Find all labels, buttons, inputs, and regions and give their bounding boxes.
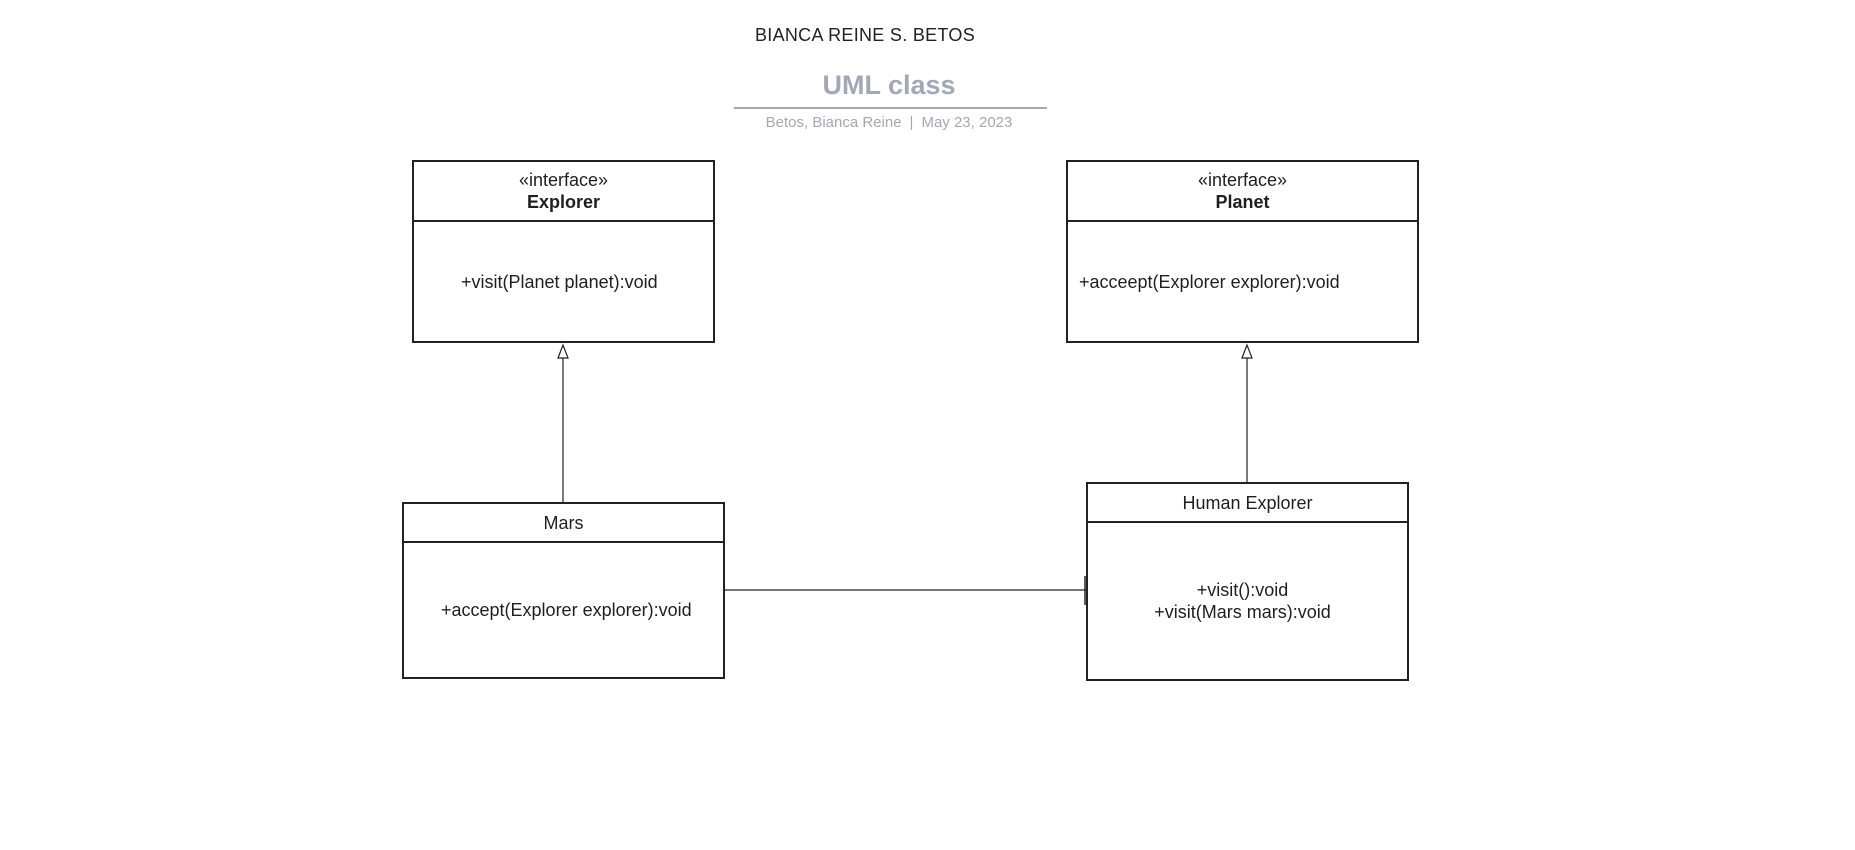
meta-author: Betos, Bianca Reine <box>765 114 902 131</box>
planet-realization-arrowhead <box>1241 343 1253 359</box>
mars-header: Mars <box>404 504 723 543</box>
mars-class-box[interactable]: Mars +accept(Explorer explorer):void <box>402 502 725 679</box>
title-divider <box>734 107 1047 109</box>
author-name: BIANCA REINE S. BETOS <box>754 25 976 45</box>
human-explorer-operation-2: +visit(Mars mars):void <box>1154 602 1331 622</box>
meta-separator: | <box>909 114 914 131</box>
human-explorer-operations: +visit():void +visit(Mars mars):void <box>1088 523 1407 679</box>
planet-operation: +acceept(Explorer explorer):void <box>1079 271 1340 292</box>
human-explorer-class-box[interactable]: Human Explorer +visit():void +visit(Mars… <box>1086 482 1409 681</box>
diagram-meta: Betos, Bianca Reine | May 23, 2023 <box>734 114 1044 131</box>
planet-stereotype: «interface» <box>1197 170 1288 190</box>
mars-name: Mars <box>543 512 584 533</box>
explorer-stereotype: «interface» <box>518 170 609 190</box>
explorer-realization-arrowhead <box>557 343 569 359</box>
meta-date: May 23, 2023 <box>921 114 1013 131</box>
human-explorer-header: Human Explorer <box>1088 484 1407 523</box>
explorer-operation: +visit(Planet planet):void <box>461 271 658 292</box>
diagram-title: UML class <box>822 70 956 100</box>
explorer-header: «interface» Explorer <box>414 162 713 222</box>
planet-name: Planet <box>1215 192 1270 212</box>
planet-operations: +acceept(Explorer explorer):void <box>1068 222 1417 341</box>
explorer-name: Explorer <box>526 192 601 212</box>
planet-header: «interface» Planet <box>1068 162 1417 222</box>
mars-operation: +accept(Explorer explorer):void <box>441 600 692 620</box>
human-explorer-name: Human Explorer <box>1182 492 1313 513</box>
planet-interface-box[interactable]: «interface» Planet +acceept(Explorer exp… <box>1066 160 1419 343</box>
mars-operations: +accept(Explorer explorer):void <box>404 543 723 677</box>
explorer-interface-box[interactable]: «interface» Explorer +visit(Planet plane… <box>412 160 715 343</box>
human-explorer-operation-1: +visit():void <box>1196 580 1289 600</box>
explorer-operations: +visit(Planet planet):void <box>414 222 713 341</box>
